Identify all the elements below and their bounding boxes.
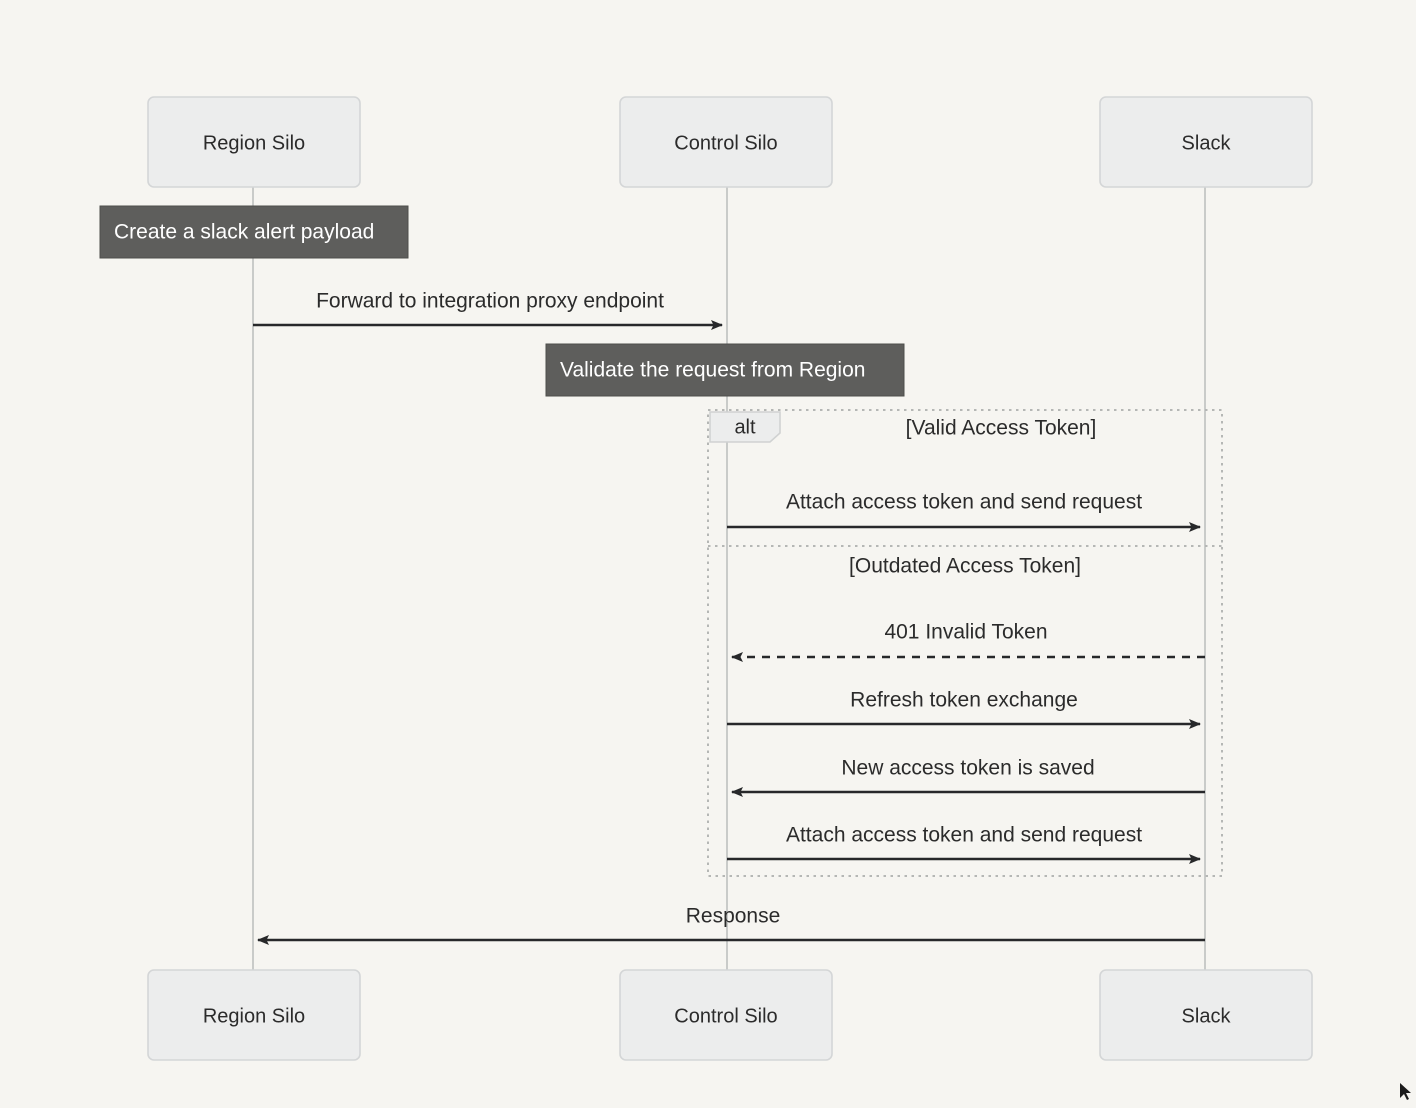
participant-top-region-silo[interactable]: Region Silo xyxy=(147,96,361,188)
participant-bottom-slack[interactable]: Slack xyxy=(1099,969,1313,1061)
participant-label: Region Silo xyxy=(203,132,305,154)
notes: Create a slack alert payload Validate th… xyxy=(99,205,905,397)
note-create-a-slack-alert-payload: Create a slack alert payload xyxy=(99,205,409,259)
participant-box[interactable] xyxy=(619,96,833,188)
participant-top-control-silo[interactable]: Control Silo xyxy=(619,96,833,188)
participants-bottom: Region Silo Control Silo Slack xyxy=(147,969,1313,1061)
message-401-invalid-token: 401 Invalid Token xyxy=(731,621,1205,662)
alt-branch-condition-outdated: [Outdated Access Token] xyxy=(849,555,1081,578)
note-label: Create a slack alert payload xyxy=(114,221,374,244)
messages: Forward to integration proxy endpoint At… xyxy=(253,290,1205,945)
participants-top: Region Silo Control Silo Slack xyxy=(147,96,1313,188)
lifelines xyxy=(252,187,1206,970)
message-label: Response xyxy=(686,905,781,928)
message-label: Forward to integration proxy endpoint xyxy=(316,290,664,313)
message-label: Refresh token exchange xyxy=(850,689,1078,712)
participant-bottom-control-silo[interactable]: Control Silo xyxy=(619,969,833,1061)
message-attach-access-token-outdated: Attach access token and send request xyxy=(727,824,1201,864)
cursor-pointer-icon xyxy=(1400,1083,1411,1100)
participant-label: Control Silo xyxy=(674,132,777,154)
alt-block-tab-label: alt xyxy=(734,416,756,438)
alt-block-tab xyxy=(709,411,781,443)
participant-box[interactable] xyxy=(1099,96,1313,188)
participant-label: Slack xyxy=(1182,132,1232,154)
note-validate-the-request-from-region: Validate the request from Region xyxy=(545,343,905,397)
participant-box[interactable] xyxy=(619,969,833,1061)
participant-label: Slack xyxy=(1182,1005,1232,1027)
message-new-access-token-is-saved: New access token is saved xyxy=(731,757,1205,797)
alt-block: alt [Valid Access Token] [Outdated Acces… xyxy=(707,409,1223,877)
message-response: Response xyxy=(257,905,1205,945)
note-background xyxy=(545,343,905,397)
message-label: Attach access token and send request xyxy=(786,491,1142,514)
participant-box[interactable] xyxy=(147,96,361,188)
participant-box[interactable] xyxy=(147,969,361,1061)
message-forward-to-integration-proxy-endpoint: Forward to integration proxy endpoint xyxy=(253,290,723,330)
message-attach-access-token-valid: Attach access token and send request xyxy=(727,491,1201,532)
message-refresh-token-exchange: Refresh token exchange xyxy=(727,689,1201,729)
message-label: 401 Invalid Token xyxy=(884,621,1047,644)
note-background xyxy=(99,205,409,259)
participant-label: Control Silo xyxy=(674,1005,777,1027)
participant-bottom-region-silo[interactable]: Region Silo xyxy=(147,969,361,1061)
participant-top-slack[interactable]: Slack xyxy=(1099,96,1313,188)
message-label: New access token is saved xyxy=(841,757,1094,780)
participant-label: Region Silo xyxy=(203,1005,305,1027)
alt-branch-condition-valid: [Valid Access Token] xyxy=(906,417,1097,440)
participant-box[interactable] xyxy=(1099,969,1313,1061)
note-label: Validate the request from Region xyxy=(560,359,865,382)
message-label: Attach access token and send request xyxy=(786,824,1142,847)
